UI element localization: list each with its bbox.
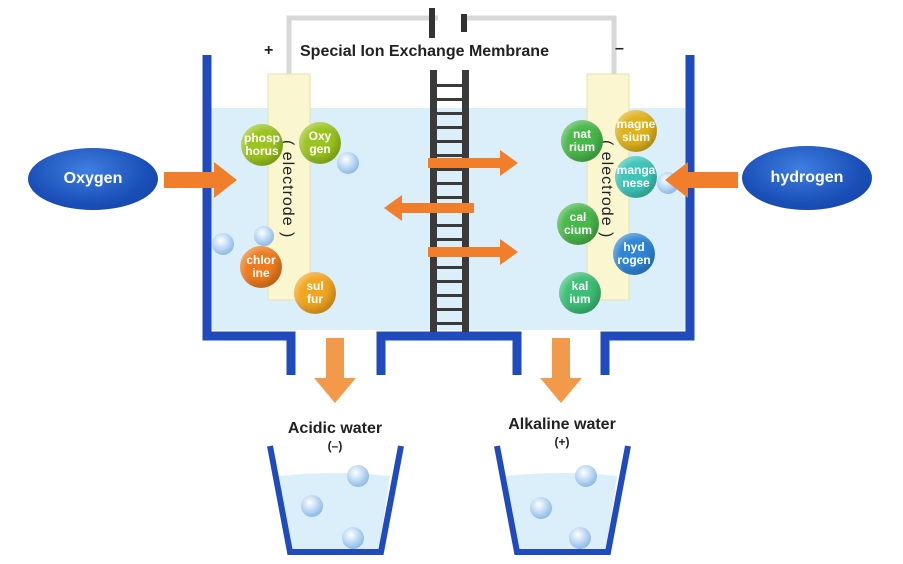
alkaline-water-sign: (+) xyxy=(554,435,570,449)
membrane-rung xyxy=(437,84,462,87)
hydrogen-input-arrow xyxy=(665,162,738,198)
ion-magnesium: magne sium xyxy=(615,110,657,152)
acidic-water-cup xyxy=(267,445,404,555)
membrane-rung xyxy=(437,182,462,185)
arrow-left-middle xyxy=(384,195,474,221)
ion-chlorine: chlor ine xyxy=(240,246,282,288)
plus-terminal-label: + xyxy=(264,42,274,59)
hydrogen-input-ellipse: hydrogen xyxy=(742,146,872,210)
ion-flow-arrows xyxy=(384,150,518,265)
membrane-rung xyxy=(437,308,462,311)
membrane-rung xyxy=(437,126,462,129)
ion-kalium: kal ium xyxy=(559,272,601,314)
tank-bubbles xyxy=(212,152,679,255)
oxygen-input-arrow xyxy=(164,162,237,198)
left-electrode-label: ( electrode ) xyxy=(279,140,296,239)
membrane-rung xyxy=(437,98,462,101)
membrane-rung xyxy=(437,224,462,227)
acidic-water-caption: Acidic water (–) xyxy=(265,420,405,453)
ion-hydrogen: hyd rogen xyxy=(613,233,655,275)
acidic-outflow-arrow xyxy=(314,338,356,403)
arrow-right-lower xyxy=(428,239,518,265)
ion-sulfur: sul fur xyxy=(294,272,336,314)
alkaline-water-label: Alkaline water xyxy=(508,416,616,433)
arrow-right-upper xyxy=(428,150,518,176)
right-electrode-label: ( electrode ) xyxy=(598,140,615,239)
membrane-rung xyxy=(437,266,462,269)
acidic-water-label: Acidic water xyxy=(287,420,383,437)
battery-short-plate-icon xyxy=(461,14,467,32)
alkaline-water-caption: Alkaline water (+) xyxy=(492,416,632,449)
ion-oxygen: Oxy gen xyxy=(299,122,341,164)
tank-outline xyxy=(202,55,695,375)
oxygen-input-ellipse: Oxygen xyxy=(28,148,158,210)
membrane-rung xyxy=(437,112,462,115)
membrane-rung xyxy=(437,154,462,157)
ion-natrium: nat rium xyxy=(561,120,603,162)
minus-terminal-label: – xyxy=(615,40,624,57)
membrane-title: Special Ion Exchange Membrane xyxy=(298,43,551,61)
membrane-rung xyxy=(437,168,462,171)
ion-phosphorus: phosp horus xyxy=(241,124,283,166)
membrane-rung xyxy=(437,294,462,297)
alkaline-outflow-arrow xyxy=(540,338,582,403)
membrane-rung xyxy=(437,196,462,199)
power-wire xyxy=(286,8,617,100)
acidic-water-sign: (–) xyxy=(327,439,343,453)
membrane-rung xyxy=(437,322,462,325)
ion-manganese: manga nese xyxy=(615,156,657,198)
membrane-rung xyxy=(437,238,462,241)
ion-calcium: cal cium xyxy=(557,203,599,245)
membrane-rung xyxy=(437,140,462,143)
alkaline-water-cup xyxy=(494,445,631,555)
membrane-rung xyxy=(437,280,462,283)
battery-long-plate-icon xyxy=(429,8,435,38)
